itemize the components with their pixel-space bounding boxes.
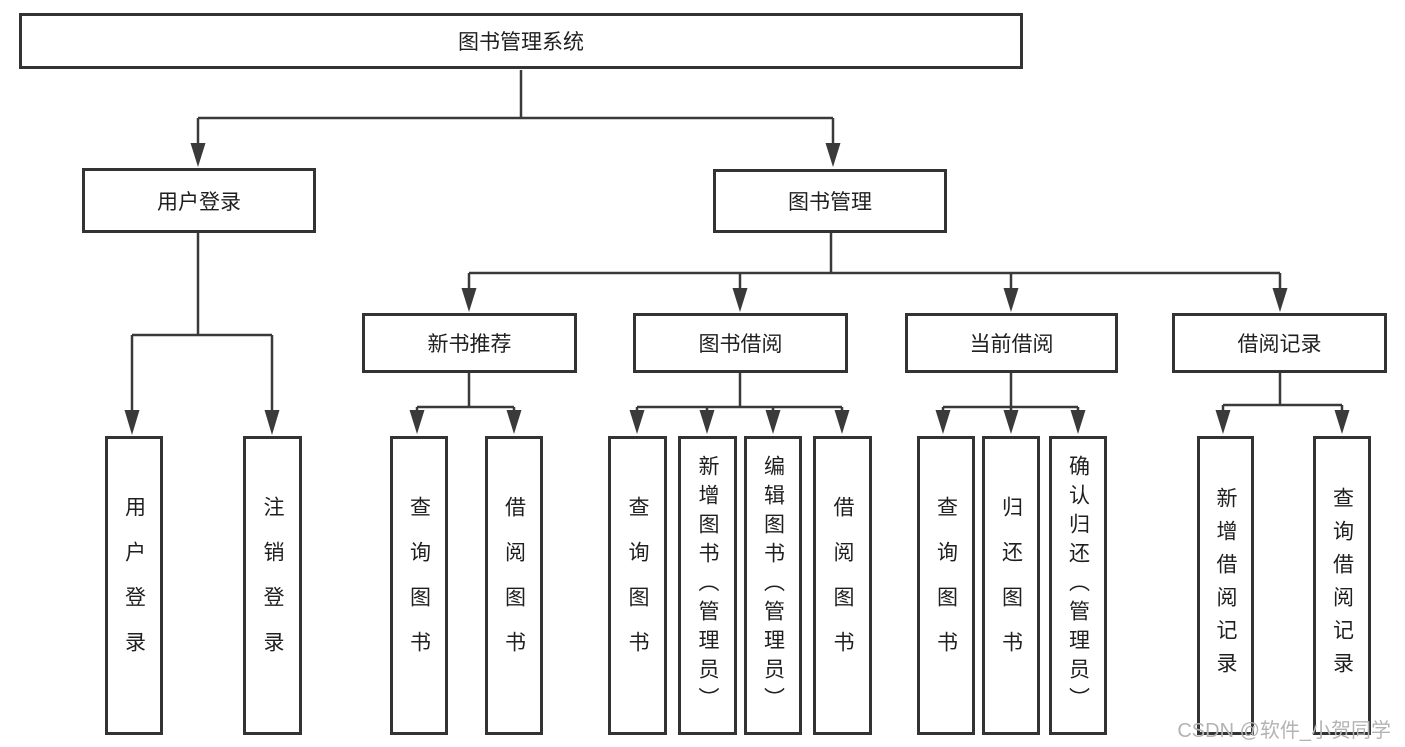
node-leaf-borrow-books-2: 借阅图书	[813, 436, 872, 735]
node-label: 查询图书	[934, 495, 958, 676]
node-label: 借阅记录	[1237, 333, 1322, 356]
node-label: 编辑图书（管理员）	[761, 455, 785, 716]
node-leaf-query-books-3: 查询图书	[917, 436, 975, 735]
node-leaf-edit-books-admin: 编辑图书（管理员）	[744, 436, 802, 735]
node-leaf-logout: 注销登录	[243, 436, 302, 735]
node-label: 注销登录	[261, 495, 284, 676]
node-user-login: 用户登录	[82, 168, 316, 233]
node-leaf-add-books-admin: 新增图书（管理员）	[678, 436, 737, 735]
node-label: 借阅图书	[502, 495, 526, 676]
node-label: 查询图书	[407, 495, 431, 676]
node-label: 用户登录	[122, 495, 146, 676]
node-current-borrow: 当前借阅	[905, 313, 1118, 373]
node-label: 用户登录	[157, 190, 241, 214]
node-label: 确认归还（管理员）	[1066, 455, 1090, 716]
node-label: 查询图书	[626, 495, 649, 676]
node-label: 借阅图书	[831, 495, 854, 676]
node-label: 图书管理	[788, 191, 872, 214]
node-library-management-system: 图书管理系统	[19, 13, 1023, 69]
csdn-watermark: CSDN @软件_小贺同学	[1177, 720, 1391, 742]
node-leaf-confirm-return-admin: 确认归还（管理员）	[1049, 436, 1107, 735]
node-leaf-add-borrow-record: 新增借阅记录	[1197, 436, 1254, 735]
node-leaf-query-borrow-record: 查询借阅记录	[1313, 436, 1371, 735]
node-leaf-user-login: 用户登录	[105, 436, 163, 735]
node-borrow-records: 借阅记录	[1172, 313, 1387, 373]
node-leaf-query-books-1: 查询图书	[390, 436, 448, 735]
node-label: 新增图书（管理员）	[696, 455, 719, 716]
node-label: 图书管理系统	[458, 31, 584, 54]
node-book-management: 图书管理	[713, 169, 947, 233]
node-leaf-query-books-2: 查询图书	[608, 436, 667, 735]
node-leaf-borrow-books-1: 借阅图书	[485, 436, 543, 735]
arrowheads	[124, 143, 1350, 435]
node-label: 图书借阅	[698, 333, 783, 356]
node-label: 新增借阅记录	[1214, 486, 1237, 685]
node-label: 归还图书	[999, 495, 1023, 676]
node-label: 新书推荐	[427, 333, 512, 356]
node-new-book-recommend: 新书推荐	[362, 313, 577, 373]
node-leaf-return-books: 归还图书	[982, 436, 1040, 735]
node-label: 查询借阅记录	[1330, 486, 1354, 685]
node-book-borrow: 图书借阅	[633, 313, 848, 373]
node-label: 当前借阅	[969, 333, 1054, 356]
